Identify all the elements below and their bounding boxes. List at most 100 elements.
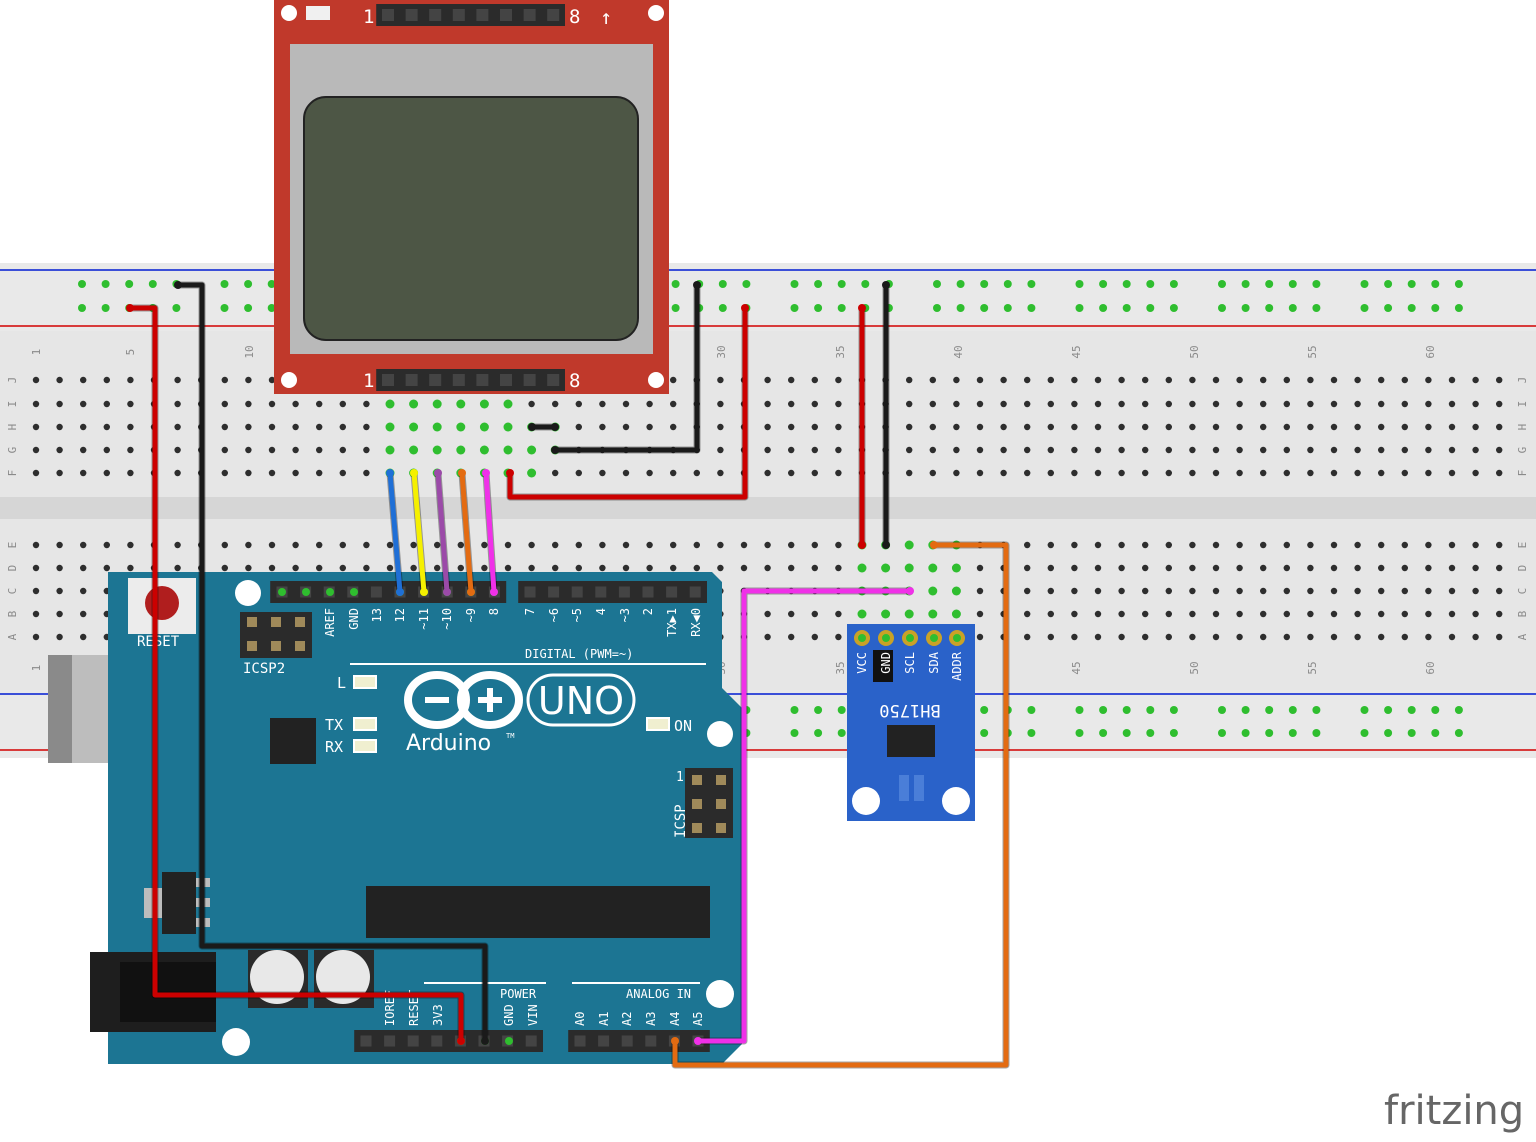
breadboard-hole[interactable] [881, 609, 891, 619]
wire-d12-blue[interactable] [387, 470, 403, 595]
breadboard-hole[interactable] [1142, 376, 1149, 384]
rail-hole[interactable] [1241, 729, 1250, 737]
breadboard-hole[interactable] [1378, 423, 1385, 431]
breadboard-hole[interactable] [1307, 610, 1314, 618]
breadboard-hole[interactable] [599, 423, 606, 431]
breadboard-hole[interactable] [1448, 564, 1456, 572]
breadboard-hole[interactable] [481, 564, 488, 572]
breadboard-hole[interactable] [528, 564, 535, 572]
breadboard-hole[interactable] [1354, 446, 1361, 454]
breadboard-hole[interactable] [788, 469, 795, 477]
lcd-top-header-pin[interactable] [547, 9, 560, 21]
breadboard-hole[interactable] [481, 541, 488, 549]
breadboard-hole[interactable] [221, 446, 228, 454]
rail-hole[interactable] [1122, 304, 1131, 312]
breadboard-hole[interactable] [1047, 610, 1055, 618]
breadboard-hole[interactable] [928, 609, 938, 619]
rail-hole[interactable] [1384, 304, 1393, 312]
icsp2-pin[interactable] [247, 617, 257, 627]
rail-hole[interactable] [1454, 304, 1463, 312]
wire-d10-purple[interactable] [435, 470, 450, 595]
breadboard-hole[interactable] [1496, 423, 1503, 431]
breadboard-hole[interactable] [245, 400, 252, 408]
breadboard-hole[interactable] [764, 564, 771, 572]
breadboard-hole[interactable] [1472, 469, 1479, 477]
breadboard-hole[interactable] [622, 400, 630, 408]
rail-hole[interactable] [1146, 706, 1155, 714]
breadboard-hole[interactable] [1307, 541, 1314, 549]
breadboard-hole[interactable] [1260, 564, 1267, 572]
breadboard-hole[interactable] [1307, 633, 1314, 641]
breadboard-hole[interactable] [904, 609, 914, 619]
rail-hole[interactable] [837, 304, 846, 312]
rail-hole[interactable] [956, 280, 965, 288]
breadboard-hole[interactable] [953, 376, 960, 384]
rail-hole[interactable] [1146, 729, 1155, 737]
breadboard-hole[interactable] [953, 423, 960, 431]
lcd-top-header-pin[interactable] [429, 9, 442, 21]
rail-hole[interactable] [790, 706, 799, 714]
breadboard-hole[interactable] [1260, 587, 1267, 595]
rail-hole[interactable] [1312, 304, 1321, 312]
breadboard-hole[interactable] [1094, 446, 1102, 454]
breadboard-hole[interactable] [221, 469, 228, 477]
breadboard-hole[interactable] [1071, 469, 1078, 477]
breadboard-hole[interactable] [1283, 633, 1291, 641]
breadboard-hole[interactable] [670, 541, 677, 549]
breadboard-hole[interactable] [1212, 564, 1220, 572]
rail-hole[interactable] [718, 280, 727, 288]
breadboard-hole[interactable] [32, 446, 40, 454]
breadboard-hole[interactable] [1094, 587, 1102, 595]
breadboard-hole[interactable] [1307, 423, 1314, 431]
breadboard-hole[interactable] [268, 376, 276, 384]
breadboard-hole[interactable] [339, 446, 346, 454]
icsp2-pin[interactable] [271, 641, 281, 651]
breadboard-hole[interactable] [670, 469, 677, 477]
breadboard-hole[interactable] [1118, 610, 1125, 618]
breadboard-hole[interactable] [1354, 541, 1361, 549]
icsp2-pin[interactable] [295, 641, 305, 651]
breadboard-hole[interactable] [1307, 564, 1314, 572]
breadboard-hole[interactable] [552, 541, 559, 549]
breadboard-hole[interactable] [717, 376, 724, 384]
lcd-bottom-header-pin[interactable] [382, 374, 394, 386]
breadboard-hole[interactable] [1283, 564, 1291, 572]
power-header-pin[interactable] [360, 1035, 372, 1047]
icsp-pin[interactable] [692, 823, 702, 833]
breadboard-hole[interactable] [575, 541, 582, 549]
rail-hole[interactable] [1169, 706, 1178, 714]
breadboard-hole[interactable] [316, 446, 323, 454]
breadboard-hole[interactable] [434, 541, 441, 549]
breadboard-hole[interactable] [764, 400, 771, 408]
breadboard-hole[interactable] [693, 564, 700, 572]
breadboard-hole[interactable] [1236, 446, 1243, 454]
icsp-pin[interactable] [716, 799, 726, 809]
breadboard-hole[interactable] [976, 633, 984, 641]
breadboard-hole[interactable] [80, 469, 87, 477]
breadboard-hole[interactable] [1378, 564, 1385, 572]
breadboard-hole[interactable] [1472, 610, 1479, 618]
breadboard-hole[interactable] [80, 423, 87, 431]
icsp2-pin[interactable] [271, 617, 281, 627]
breadboard-hole[interactable] [552, 469, 559, 477]
breadboard-hole[interactable] [622, 541, 630, 549]
breadboard-hole[interactable] [717, 564, 724, 572]
breadboard-hole[interactable] [245, 564, 252, 572]
breadboard-hole[interactable] [1330, 633, 1338, 641]
rail-hole[interactable] [1312, 729, 1321, 737]
rail-hole[interactable] [1431, 304, 1440, 312]
breadboard-hole[interactable] [1118, 633, 1125, 641]
breadboard-hole[interactable] [316, 564, 323, 572]
breadboard-hole[interactable] [1071, 610, 1078, 618]
breadboard-hole[interactable] [1047, 541, 1055, 549]
rail-hole[interactable] [1288, 304, 1297, 312]
breadboard-hole[interactable] [1094, 469, 1102, 477]
breadboard-hole[interactable] [221, 376, 228, 384]
breadboard-hole[interactable] [904, 540, 914, 550]
rail-hole[interactable] [933, 304, 941, 312]
rail-hole[interactable] [148, 280, 157, 288]
rail-hole[interactable] [1384, 729, 1393, 737]
breadboard-hole[interactable] [1401, 376, 1409, 384]
breadboard-hole[interactable] [1212, 400, 1220, 408]
breadboard-hole[interactable] [929, 376, 936, 384]
